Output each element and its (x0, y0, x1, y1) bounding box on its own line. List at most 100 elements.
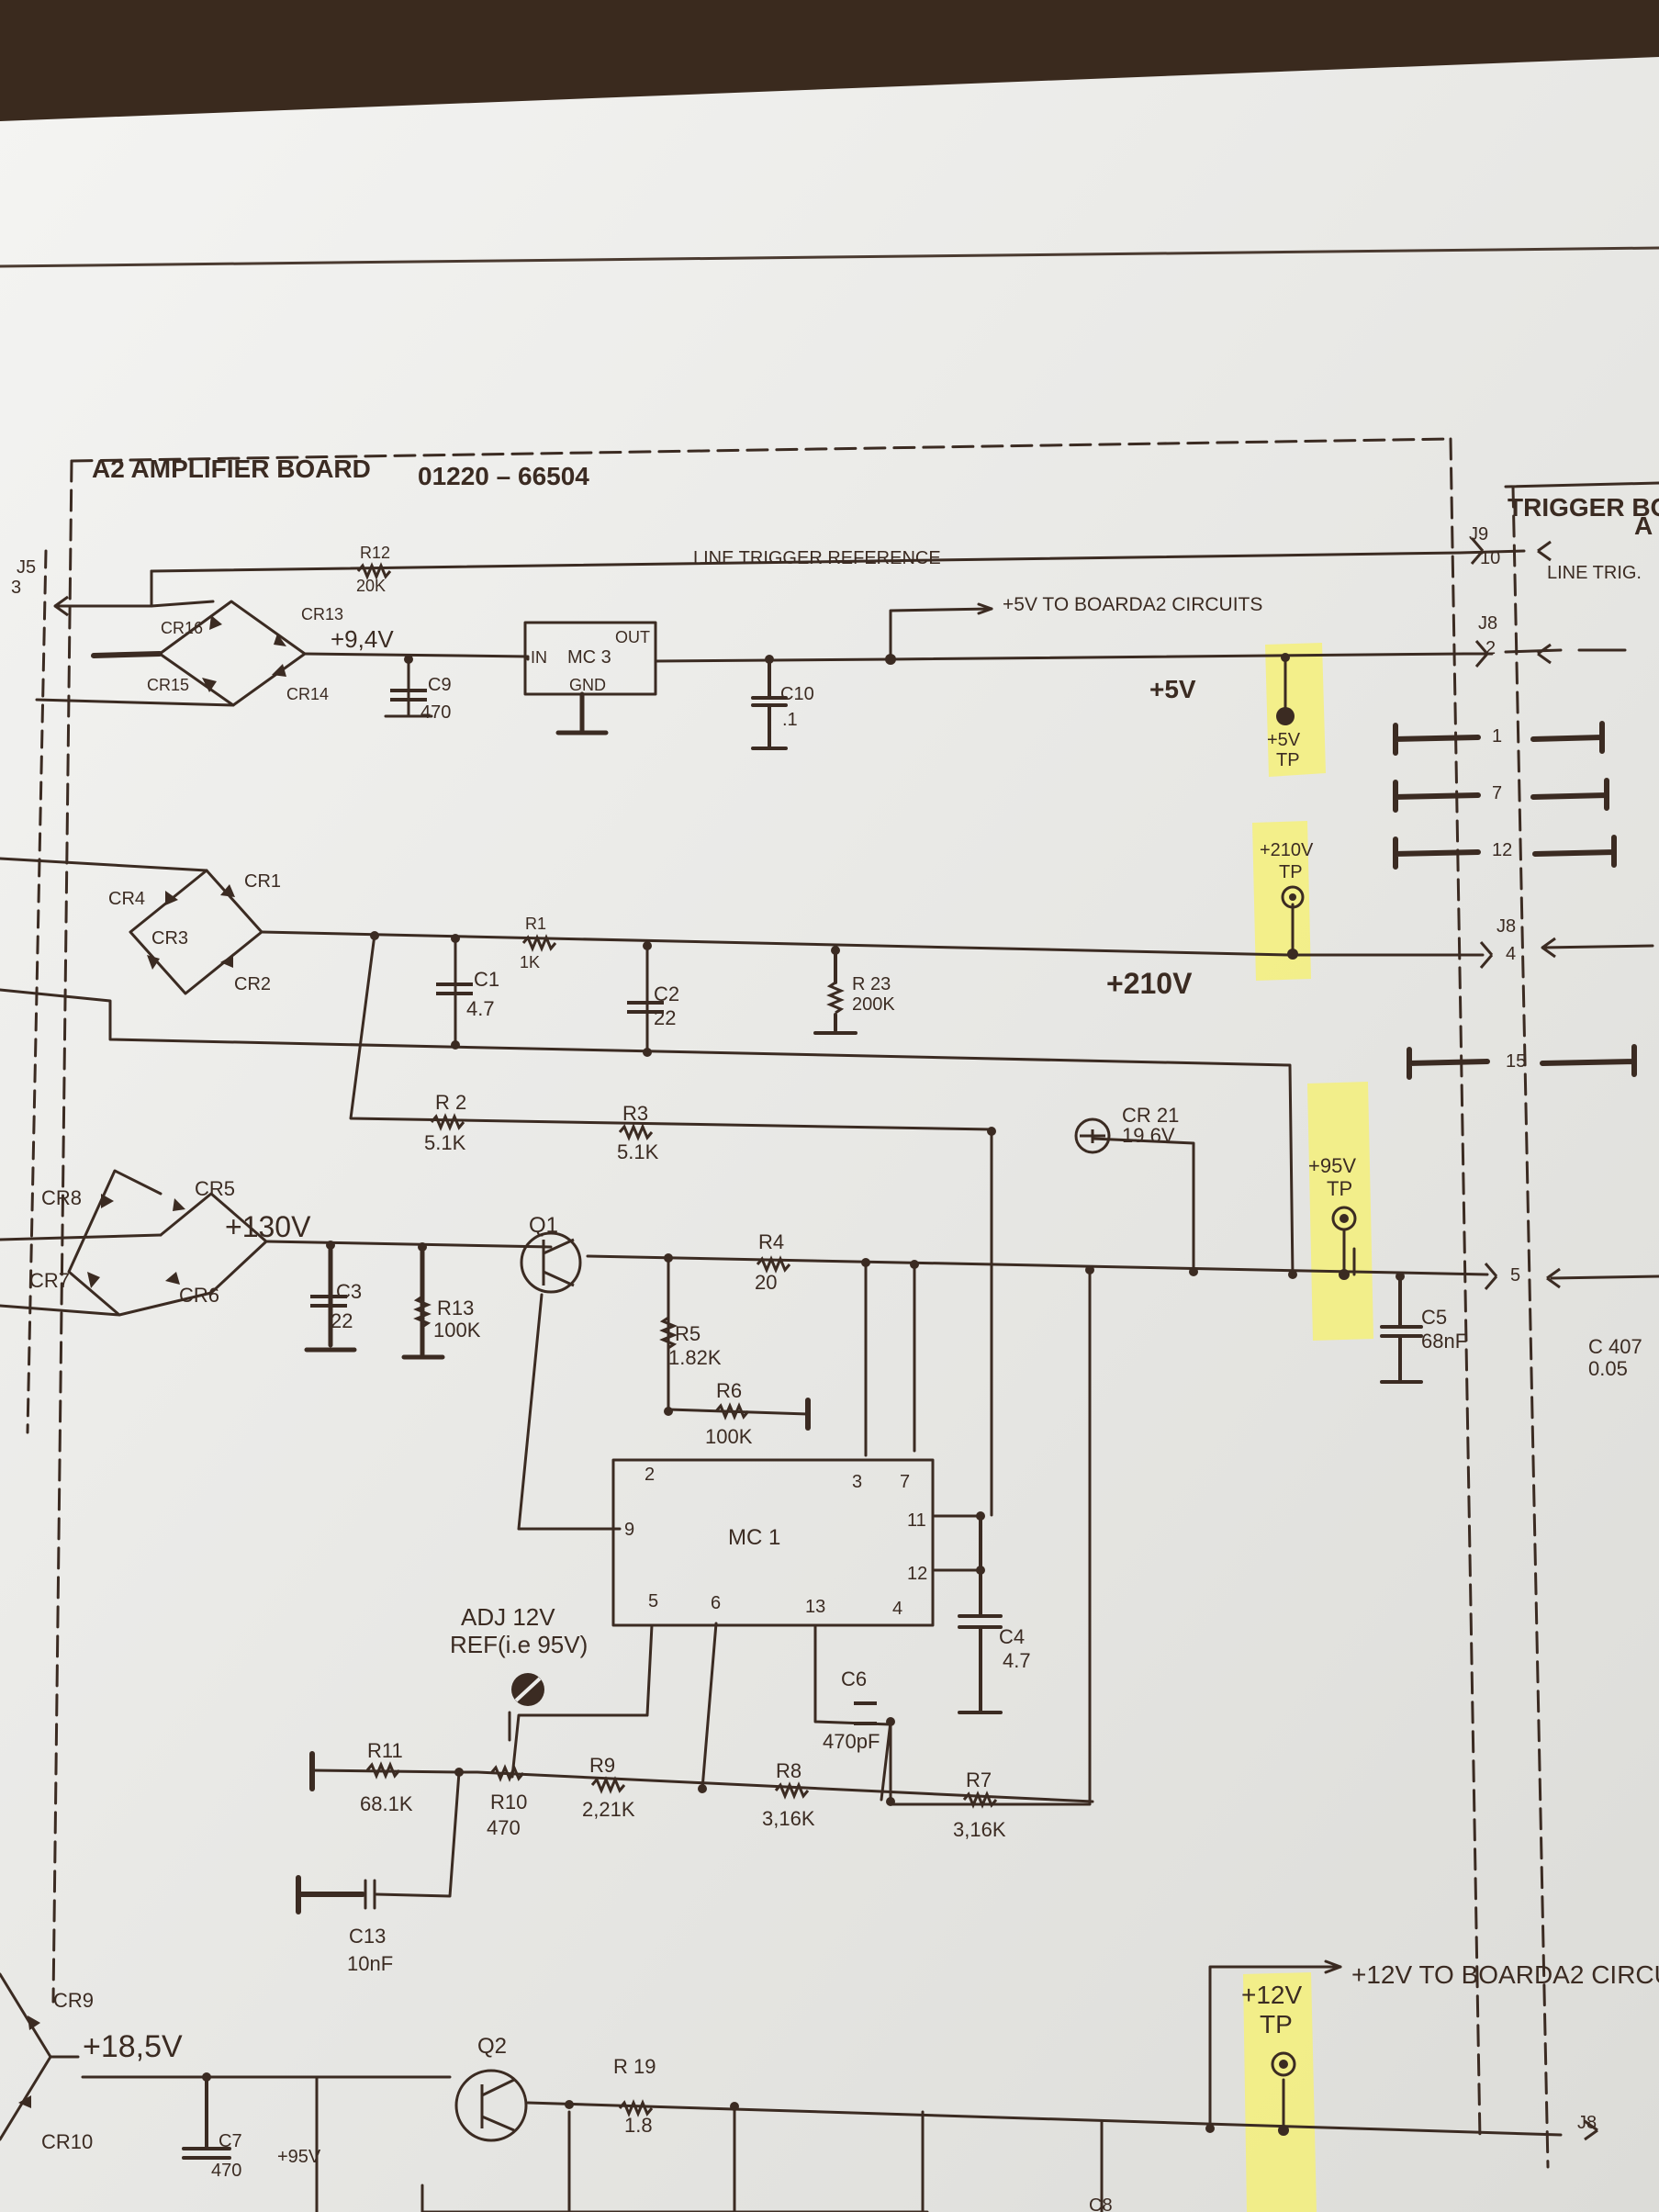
CR21-ref: CR 21 (1122, 1104, 1179, 1127)
R6-value: 100K (705, 1425, 753, 1448)
C13-value: 10nF (347, 1952, 393, 1975)
resistor-R1 (521, 934, 557, 952)
net-9-4v: +9,4V (331, 625, 394, 653)
j9-label: J9 (1469, 524, 1488, 545)
R1-value: 1K (520, 953, 540, 971)
highlight-95v-tp (1307, 1082, 1373, 1341)
highlight-5v-tp (1265, 643, 1326, 777)
diode-CR16: CR16 (161, 619, 203, 637)
C2-value: 22 (654, 1006, 676, 1029)
diode-CR7: CR7 (29, 1269, 70, 1292)
R23-value: 200K (852, 994, 895, 1015)
mc1-pin-3: 3 (852, 1472, 862, 1492)
tp5-label: +5V (1267, 730, 1301, 750)
tp210-sub: TP (1279, 862, 1303, 882)
C3-ref: C3 (336, 1280, 362, 1303)
resistor-symbols (356, 562, 998, 2117)
C8-ref: C8 (1089, 2195, 1113, 2212)
diode-CR5: CR5 (195, 1177, 235, 1200)
net-18-5v: +18,5V (83, 2029, 183, 2064)
left-board-border (26, 549, 48, 1434)
diode-CR9: CR9 (53, 1989, 94, 2012)
trigger-board-top (1504, 481, 1659, 488)
capacitor-C6 (854, 1701, 877, 1725)
tp210-label: +210V (1260, 840, 1314, 860)
tp210-marker (1281, 885, 1305, 909)
mc3-in: IN (531, 648, 547, 667)
diode-CR15: CR15 (147, 676, 189, 694)
resistor-R23 (826, 981, 845, 1015)
j8-pin12-stub (1393, 837, 1481, 870)
mc1-pin-6: 6 (711, 1593, 721, 1613)
adjust-label-line2: REF(i.e 95V) (450, 1631, 588, 1658)
R7-ref: R7 (966, 1768, 992, 1791)
j8-bottom-label: J8 (1577, 2113, 1597, 2133)
C6-ref: C6 (841, 1667, 867, 1690)
R5-value: 1.82K (668, 1346, 722, 1369)
resistor-R10 (489, 1764, 525, 1782)
tp5-marker (1276, 707, 1295, 725)
R11-ref: R11 (367, 1739, 403, 1762)
test-point-markers (1271, 707, 1357, 2077)
R1-ref: R1 (525, 915, 546, 933)
tp12-sub: TP (1260, 2010, 1293, 2038)
C3-value: 22 (331, 1309, 353, 1332)
j5-pin: 3 (11, 578, 21, 598)
diode-CR1: CR1 (244, 871, 281, 892)
C1-value: 4.7 (466, 997, 495, 1020)
page-top-rule (0, 246, 1659, 268)
j8-pin-4: 4 (1506, 944, 1516, 964)
tp12-label: +12V (1241, 1981, 1302, 2009)
mc1-label: MC 1 (728, 1525, 780, 1550)
board-border-left (51, 459, 73, 2004)
R7-value: 3,16K (953, 1818, 1006, 1841)
tp12-marker (1271, 2051, 1296, 2077)
transistor-Q1 (520, 1231, 582, 1294)
resistor-R11 (365, 1761, 401, 1780)
R11-value: 68.1K (360, 1792, 413, 1815)
C10-ref: C10 (780, 684, 814, 704)
labels: A2 AMPLIFIER BOARD 01220 – 66504 TRIGGER… (11, 455, 1659, 2212)
C5-ref: C5 (1421, 1306, 1447, 1329)
mc1-pin-11: 11 (907, 1510, 926, 1531)
diode-CR6: CR6 (179, 1284, 219, 1307)
transistor-symbols (454, 1117, 1111, 2142)
diode-CR4: CR4 (108, 889, 145, 909)
trigger-board-cut: A (1634, 511, 1653, 540)
adjust-pot-icon[interactable] (511, 1673, 544, 1706)
resistor-R12 (356, 562, 392, 580)
highlighter-marks (1243, 643, 1373, 2212)
resistor-R3 (618, 1123, 654, 1141)
C10-value: .1 (782, 710, 798, 730)
C13-ref: C13 (349, 1925, 386, 1948)
R4-ref: R4 (758, 1230, 784, 1253)
mc1-pin-2: 2 (645, 1465, 655, 1485)
C9-value: 470 (420, 702, 451, 723)
diode-CR13: CR13 (301, 605, 343, 623)
mc3-box (523, 621, 657, 696)
paper-sheet (0, 57, 1659, 2212)
net-line-trigger-reference: LINE TRIGGER REFERENCE (693, 548, 941, 568)
C2-ref: C2 (654, 982, 679, 1005)
board-border-top (70, 437, 1452, 463)
board-border-right (1449, 437, 1482, 2141)
mc1-pin-5: 5 (648, 1591, 658, 1611)
highlight-12v-tp (1243, 1972, 1317, 2212)
tp95-sub: TP (1327, 1177, 1352, 1200)
R13-value: 100K (433, 1319, 481, 1342)
R12-ref: R12 (360, 544, 390, 562)
tp95-label: +95V (1308, 1154, 1356, 1177)
resistor-R9 (590, 1776, 626, 1794)
C407-ref: C 407 (1588, 1335, 1642, 1358)
mc3-label: MC 3 (567, 647, 611, 668)
j8-label-2: J8 (1496, 916, 1516, 937)
R12-value: 20K (356, 577, 386, 595)
line-trig-label: LINE TRIG. (1547, 563, 1642, 583)
j8-pin-12: 12 (1492, 840, 1512, 860)
wiring (0, 437, 1659, 2212)
R19-value: 1.8 (624, 2114, 653, 2137)
mc1-pin-9: 9 (624, 1520, 634, 1540)
junction-dots (202, 653, 1405, 2136)
R23-ref: R 23 (852, 974, 891, 994)
